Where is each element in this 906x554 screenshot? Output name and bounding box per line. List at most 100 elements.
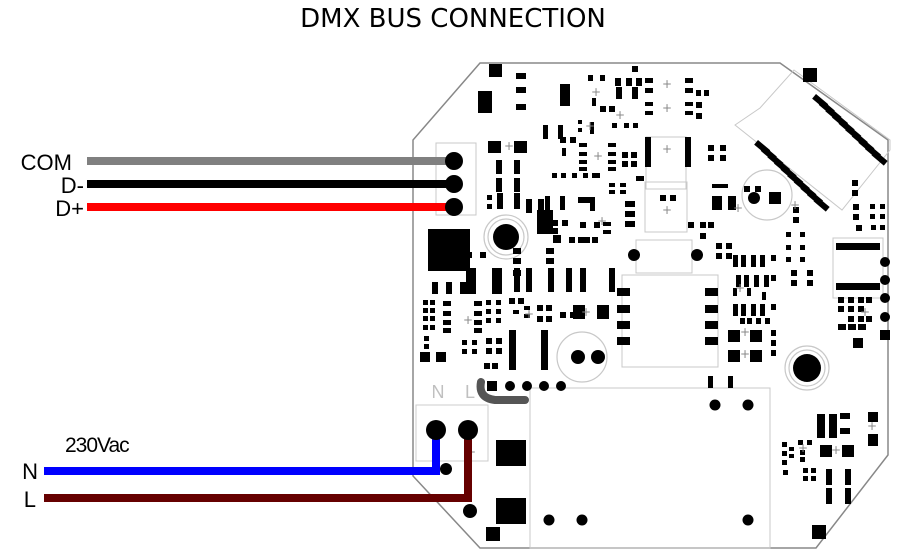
smd-pad (430, 252, 436, 258)
smd-pad (853, 204, 859, 210)
smd-pad (838, 324, 846, 330)
smd-pad (443, 328, 451, 333)
diagram-title: DMX BUS CONNECTION (300, 4, 606, 34)
smd-pad (420, 352, 430, 362)
smd-pad (736, 275, 741, 287)
connector-pin (871, 150, 888, 166)
power-pad (496, 440, 526, 466)
smd-pad (845, 469, 851, 485)
smd-pad (538, 199, 544, 213)
terminal-com (445, 152, 463, 170)
smd-pad (579, 152, 587, 156)
smd-pad (496, 160, 502, 174)
wire-neutral (44, 430, 440, 475)
connector-pad (880, 257, 890, 267)
smd-pad (793, 217, 799, 223)
smd-pad (716, 253, 722, 259)
connector-pad (880, 330, 890, 340)
smd-pad (592, 98, 596, 106)
smd-pad (478, 91, 492, 113)
smd-pad (612, 123, 617, 128)
smd-pad (552, 173, 557, 178)
smd-pad (685, 111, 693, 115)
smd-pad (645, 137, 651, 167)
smd-pad (562, 220, 568, 226)
smd-pad (487, 204, 492, 209)
smd-pad (765, 318, 770, 324)
smd-pad (570, 137, 576, 143)
power-pad (496, 498, 526, 524)
smd-pad (603, 222, 611, 226)
smd-pad (636, 176, 644, 181)
smd-pad (645, 78, 653, 83)
smd-pad (817, 414, 825, 438)
smd-pad (537, 210, 553, 234)
smd-pad (829, 414, 837, 438)
smd-pad (546, 248, 554, 254)
smd-pad (608, 167, 616, 171)
smd-pad (866, 316, 872, 322)
smd-pad (728, 376, 733, 388)
polarity-mark: + (597, 214, 607, 228)
smd-pad (489, 64, 502, 77)
smd-pad (466, 252, 472, 258)
large-inductor (428, 229, 470, 271)
smd-pad (741, 255, 746, 267)
smd-pad (486, 338, 492, 344)
smd-pad (771, 255, 776, 261)
smd-pad (484, 363, 490, 369)
smd-pad (616, 87, 622, 99)
smd-pad (870, 214, 875, 219)
smd-pad (632, 87, 638, 99)
smd-pad (578, 197, 590, 203)
smd-pad (513, 270, 521, 276)
label-neutral: N (22, 459, 38, 484)
terminal-d-plus (445, 198, 463, 216)
smd-pad (423, 316, 428, 321)
smd-pad (552, 228, 558, 234)
smd-pad (811, 468, 816, 473)
smd-pad (660, 195, 666, 201)
smd-pad (590, 197, 595, 211)
smd-pad (580, 268, 586, 292)
smd-pad (497, 193, 503, 209)
smd-pad (807, 440, 812, 445)
smd-pad (848, 306, 854, 312)
smd-pad (786, 232, 791, 237)
smd-pad (583, 173, 588, 178)
terminal-l (458, 420, 478, 440)
smd-pad (800, 450, 805, 455)
smd-pad (786, 257, 791, 262)
smd-pad (740, 318, 745, 324)
smd-pad (594, 222, 600, 228)
smd-pad (430, 300, 435, 305)
smd-pad (443, 301, 451, 306)
smd-pad (474, 320, 482, 325)
smd-pad (705, 288, 718, 296)
module-outline (734, 69, 891, 211)
smd-pad (789, 454, 794, 458)
smd-pad (480, 252, 486, 258)
smd-pad (496, 348, 502, 354)
smd-pad (443, 311, 451, 316)
header-pad (487, 381, 497, 391)
header-pad (539, 381, 549, 391)
crystal-pad (691, 249, 703, 261)
smd-pad (789, 447, 794, 451)
mounting-hole-ring (483, 214, 529, 260)
smd-pad (696, 102, 702, 108)
smd-pad (807, 270, 813, 276)
smd-pad (728, 330, 740, 342)
smd-pad (569, 237, 575, 243)
terminal-label-l: L (465, 382, 475, 402)
smd-pad (807, 280, 813, 286)
smd-pad (858, 316, 864, 322)
polarity-mark: + (591, 85, 601, 99)
smd-pad (588, 75, 593, 81)
smd-pad (783, 470, 788, 475)
smd-pad (856, 225, 862, 231)
smd-pad (708, 222, 714, 228)
smd-pad (800, 232, 805, 237)
smd-pad (609, 183, 615, 187)
smd-pad (771, 275, 776, 281)
